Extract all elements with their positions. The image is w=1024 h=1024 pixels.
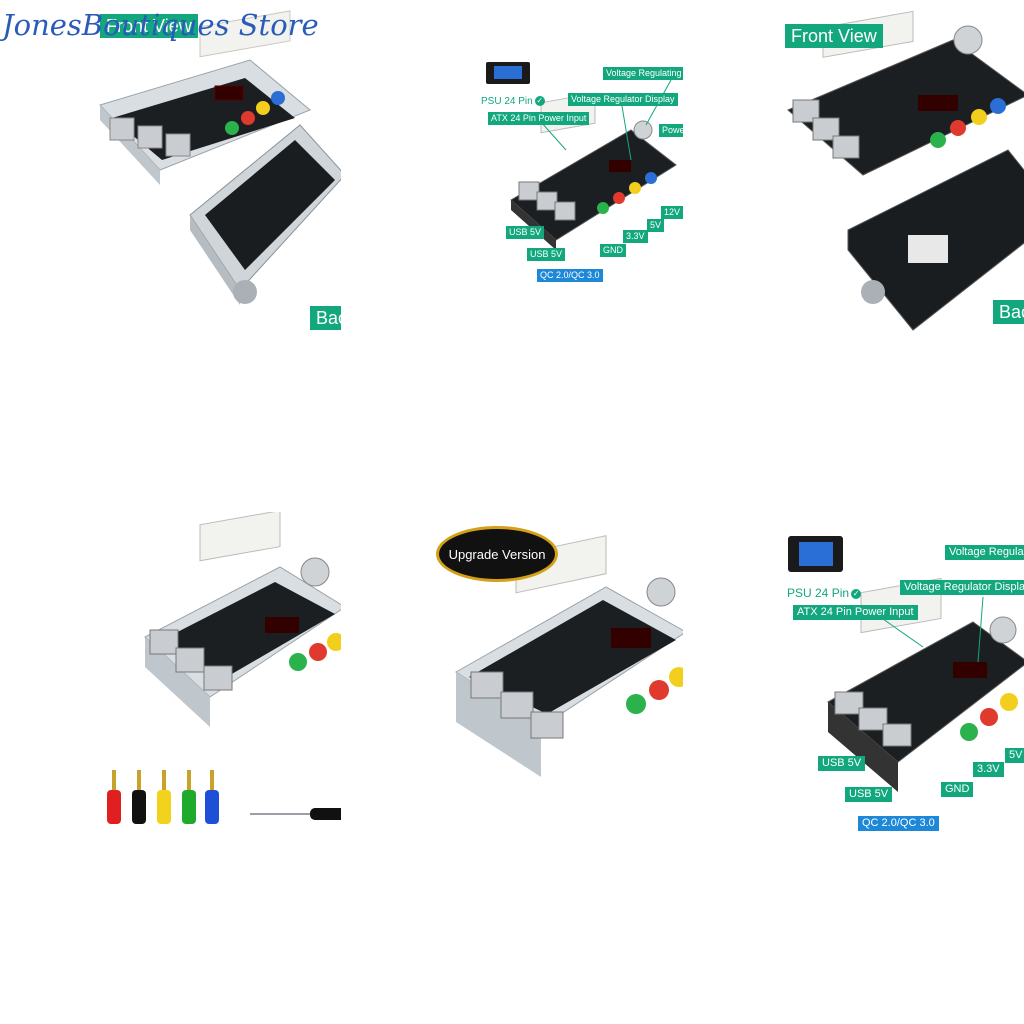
label-5v: 5V <box>647 219 665 232</box>
label-voltage-display: Voltage Regulator Display <box>568 93 678 106</box>
label-gnd: GND <box>600 244 626 257</box>
upgrade-version-badge: Upgrade Version <box>436 526 558 582</box>
screwdriver <box>250 808 341 820</box>
product-photo-front-back-boards: Front View Bac <box>683 0 1024 341</box>
label-qc: QC 2.0/QC 3.0 <box>858 816 939 831</box>
label-voltage-knob: Voltage Regula <box>945 545 1024 560</box>
label-usb-5v-2: USB 5V <box>845 787 893 802</box>
board-illustration <box>486 62 677 250</box>
check-icon: ✓ <box>534 96 545 107</box>
product-photo-annotated: PSU 24 Pin✓ Voltage Regulating K Voltage… <box>341 0 683 341</box>
psu-24-pin-text: PSU 24 Pin✓ <box>481 96 545 107</box>
banana-plugs <box>107 770 219 824</box>
label-3-3v: 3.3V <box>623 230 648 243</box>
label-12v: 12V <box>661 206 683 219</box>
label-usb-5v-1: USB 5V <box>818 756 866 771</box>
label-qc: QC 2.0/QC 3.0 <box>537 269 603 282</box>
board-illustration <box>787 10 1024 331</box>
label-5v: 5V <box>1005 748 1024 763</box>
label-back-view: Bac <box>310 306 341 330</box>
board-illustration <box>99 10 341 305</box>
label-atx-input: ATX 24 Pin Power Input <box>488 112 590 125</box>
label-power: Power <box>659 124 683 137</box>
board-illustration <box>455 535 683 777</box>
label-gnd: GND <box>941 782 974 797</box>
label-3-3v: 3.3V <box>973 762 1004 777</box>
label-voltage-display: Voltage Regulator Displa <box>900 580 1024 595</box>
label-usb-5v-2: USB 5V <box>527 248 566 261</box>
check-icon: ✓ <box>851 588 862 599</box>
label-atx-input: ATX 24 Pin Power Input <box>793 605 918 620</box>
label-back-view: Bac <box>993 300 1024 324</box>
product-photo-upgrade-version: Upgrade Version <box>341 512 683 853</box>
psu-24-pin-text: PSU 24 Pin✓ <box>787 586 862 600</box>
product-photo-accessories <box>0 512 341 853</box>
label-voltage-knob: Voltage Regulating K <box>603 67 683 80</box>
product-photo-front-back-acrylic: Front View Bac <box>0 0 341 341</box>
product-photo-annotated-large: PSU 24 Pin✓ Voltage Regula Voltage Regul… <box>683 512 1024 853</box>
label-front-view: Front View <box>785 24 883 48</box>
store-watermark: JonesBoutiques Store <box>2 8 319 42</box>
label-front-view: Front View <box>100 14 198 38</box>
board-illustration <box>107 512 341 824</box>
label-usb-5v-1: USB 5V <box>506 226 545 239</box>
